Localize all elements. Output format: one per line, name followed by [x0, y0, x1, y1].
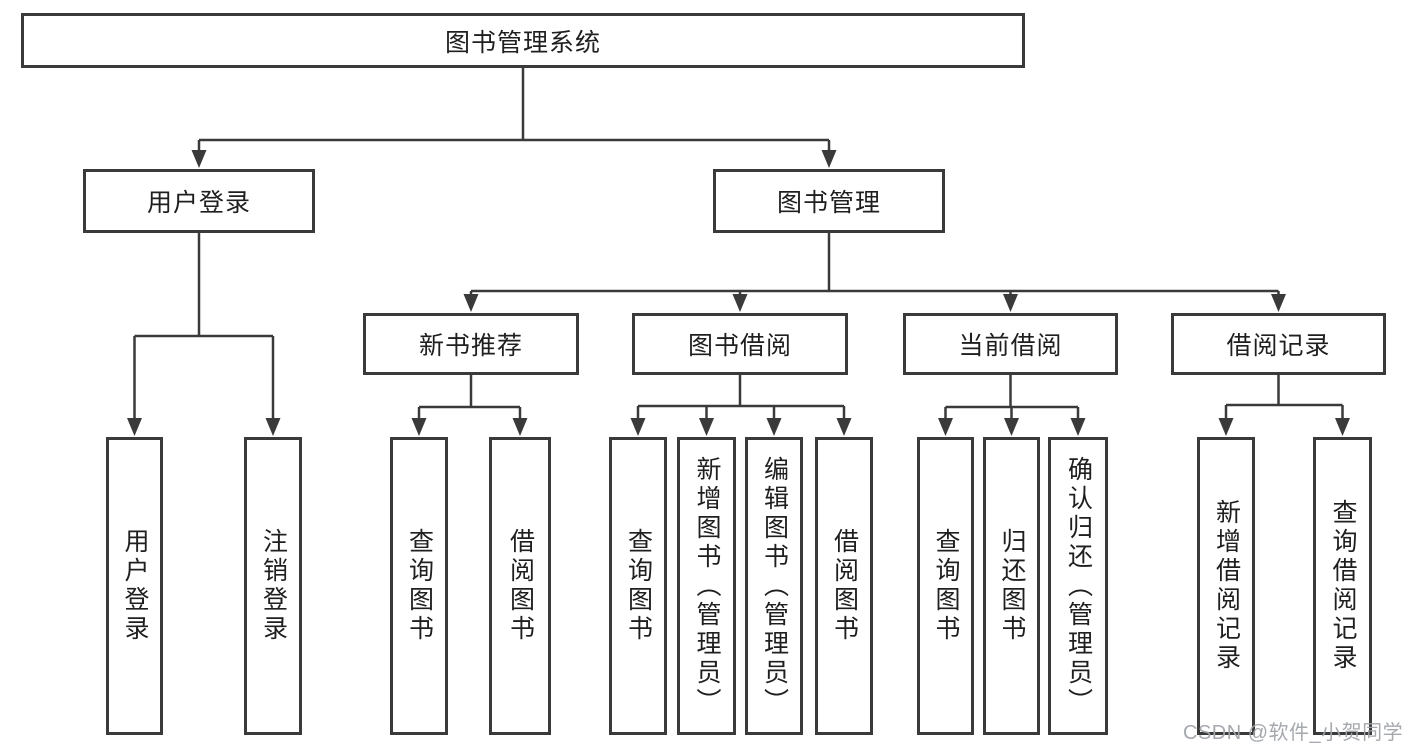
- node-leaf-nb-query-books-label: 查询图书: [405, 528, 434, 644]
- node-root-label: 图书管理系统: [444, 28, 601, 57]
- node-leaf-logout-label: 注销登录: [259, 528, 288, 644]
- node-user-login: 用户登录: [83, 169, 315, 233]
- arrow-down-icon: [191, 150, 207, 168]
- node-leaf-bb-add-books: 新增图书（管理员）: [677, 437, 736, 735]
- arrow-down-icon: [1004, 418, 1019, 436]
- node-leaf-br-add-record-label: 新增借阅记录: [1212, 499, 1241, 673]
- node-leaf-cb-confirm-return: 确认归还（管理员）: [1048, 437, 1108, 735]
- node-leaf-br-add-record: 新增借阅记录: [1197, 437, 1255, 735]
- node-book-mgmt-label: 图书管理: [776, 189, 881, 217]
- node-root: 图书管理系统: [21, 13, 1025, 68]
- arrow-down-icon: [1335, 418, 1350, 436]
- node-leaf-bb-edit-books-label: 编辑图书（管理员）: [760, 455, 789, 717]
- connector-user-login-to-leaves: [133, 233, 275, 421]
- arrow-down-icon: [127, 418, 142, 436]
- node-new-books: 新书推荐: [363, 313, 579, 375]
- arrow-down-icon: [1271, 294, 1286, 312]
- node-leaf-logout: 注销登录: [244, 437, 302, 735]
- node-current-borrow-label: 当前借阅: [958, 332, 1063, 360]
- arrow-down-icon: [630, 418, 646, 436]
- node-leaf-cb-query-books-label: 查询图书: [932, 528, 960, 644]
- arrow-down-icon: [265, 418, 281, 436]
- node-borrow-records: 借阅记录: [1171, 313, 1386, 375]
- node-leaf-cb-return-books: 归还图书: [983, 437, 1040, 735]
- node-book-mgmt: 图书管理: [713, 169, 945, 233]
- node-new-books-label: 新书推荐: [418, 332, 523, 360]
- node-leaf-nb-query-books: 查询图书: [390, 437, 448, 735]
- connector-book-borrow-to-leaves: [636, 375, 846, 421]
- node-leaf-bb-query-books: 查询图书: [609, 437, 667, 735]
- node-borrow-records-label: 借阅记录: [1226, 332, 1331, 360]
- connector-current-borrow-to-leaves: [944, 375, 1080, 421]
- node-leaf-bb-borrow-books-label: 借阅图书: [830, 528, 859, 644]
- arrow-down-icon: [938, 418, 953, 436]
- node-leaf-user-login: 用户登录: [106, 437, 163, 735]
- node-leaf-cb-query-books: 查询图书: [917, 437, 974, 735]
- node-current-borrow: 当前借阅: [903, 313, 1118, 375]
- arrow-down-icon: [1070, 418, 1086, 436]
- node-leaf-bb-borrow-books: 借阅图书: [815, 437, 873, 735]
- arrow-down-icon: [732, 294, 748, 312]
- node-leaf-nb-borrow-books-label: 借阅图书: [506, 528, 535, 644]
- node-leaf-bb-edit-books: 编辑图书（管理员）: [745, 437, 803, 735]
- arrow-down-icon: [1218, 418, 1234, 436]
- connector-borrow-records-to-leaves: [1224, 375, 1344, 421]
- arrow-down-icon: [699, 418, 714, 436]
- connector-root-to-level2: [197, 68, 831, 153]
- node-leaf-nb-borrow-books: 借阅图书: [489, 437, 551, 735]
- arrowheads: [127, 150, 1350, 436]
- arrow-down-icon: [463, 294, 479, 312]
- node-book-borrow-label: 图书借阅: [687, 332, 792, 360]
- node-leaf-cb-confirm-return-label: 确认归还（管理员）: [1064, 455, 1093, 717]
- node-leaf-bb-query-books-label: 查询图书: [624, 528, 653, 644]
- arrow-down-icon: [411, 418, 427, 436]
- node-book-borrow: 图书借阅: [632, 313, 848, 375]
- node-leaf-cb-return-books-label: 归还图书: [998, 528, 1026, 644]
- node-leaf-br-query-record: 查询借阅记录: [1313, 437, 1372, 735]
- connector-new-books-to-leaves: [417, 375, 522, 421]
- arrow-down-icon: [512, 418, 528, 436]
- arrow-down-icon: [821, 150, 837, 168]
- node-leaf-bb-add-books-label: 新增图书（管理员）: [693, 455, 721, 717]
- arrow-down-icon: [1003, 294, 1018, 312]
- csdn-watermark: CSDN @软件_小贺同学: [1183, 722, 1404, 744]
- connector-book-mgmt-to-level3: [469, 233, 1280, 297]
- arrow-down-icon: [836, 418, 852, 436]
- node-leaf-user-login-label: 用户登录: [121, 528, 149, 644]
- node-leaf-br-query-record-label: 查询借阅记录: [1329, 499, 1357, 673]
- node-user-login-label: 用户登录: [146, 189, 251, 217]
- arrow-down-icon: [766, 418, 782, 436]
